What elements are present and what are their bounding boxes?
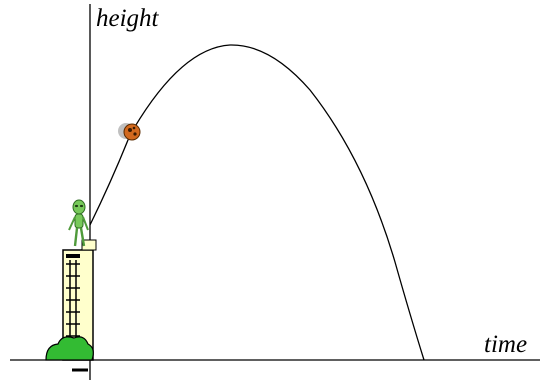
alien-figure-icon	[68, 199, 89, 247]
x-axis-label: time	[484, 331, 528, 358]
trajectory-curve	[89, 44, 425, 361]
y-axis-label: height	[96, 5, 159, 32]
bush-icon	[45, 336, 94, 361]
ball-icon	[118, 123, 141, 141]
